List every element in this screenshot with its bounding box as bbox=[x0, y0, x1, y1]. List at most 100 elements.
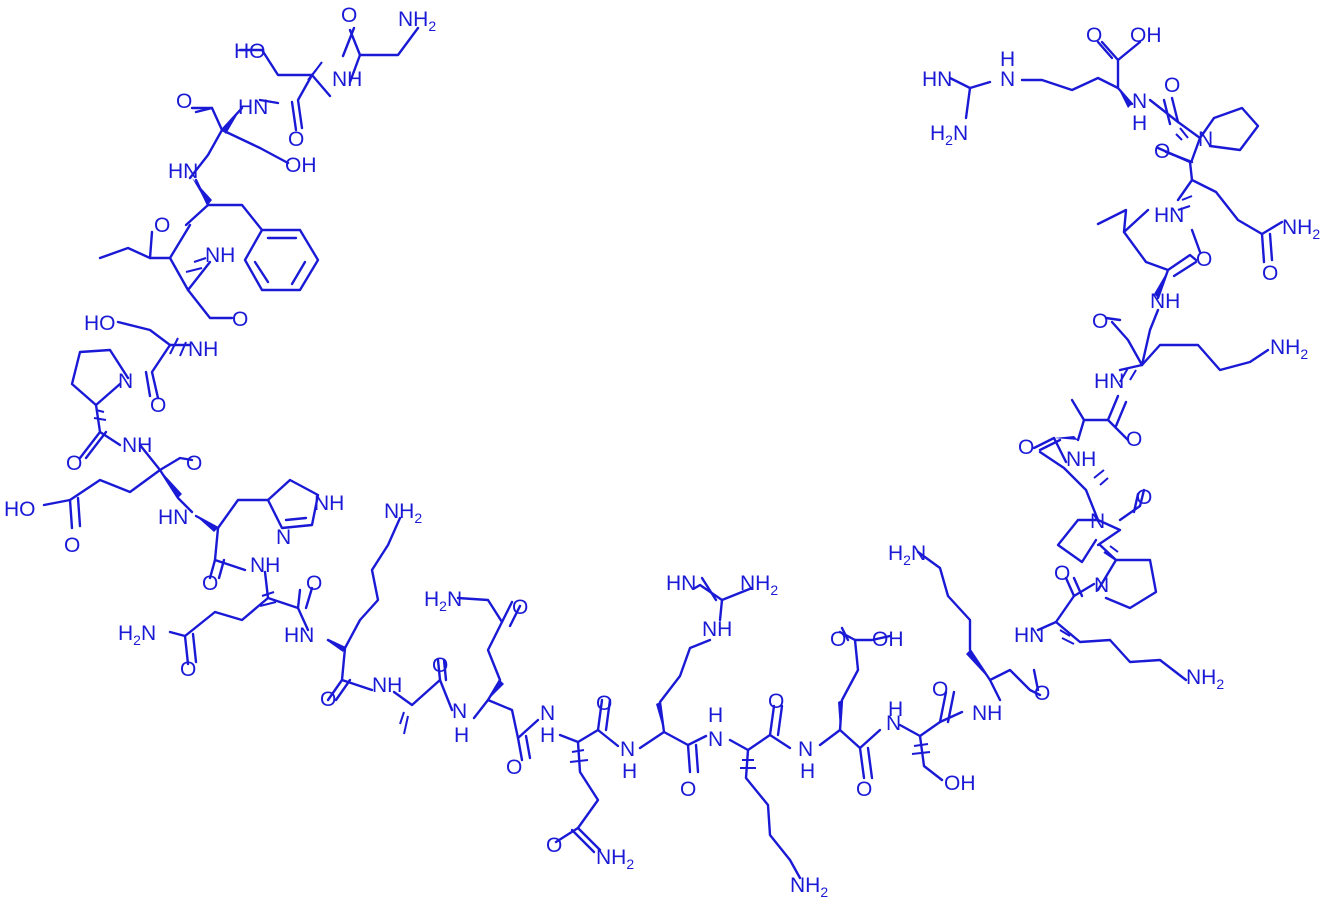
label-phe-hn: HN bbox=[168, 160, 198, 183]
label-pro2-n: N bbox=[1090, 510, 1105, 533]
label-lys1-hn: HN bbox=[284, 624, 314, 647]
label-arg1-imine: HN bbox=[666, 572, 696, 595]
bottom-chain-bonds bbox=[456, 550, 1188, 880]
label-gly-o: O bbox=[341, 4, 357, 27]
label-gln4-nh2: NH2 bbox=[1282, 216, 1320, 242]
label-ala2-nh: NH bbox=[1066, 448, 1096, 471]
label-ser1-nh: NH bbox=[332, 68, 362, 91]
label-pro3-n: N bbox=[1094, 574, 1109, 597]
right-arm-stereo bbox=[1054, 88, 1193, 561]
label-glu1-side-o: O bbox=[64, 534, 80, 557]
label-pro1-n: N bbox=[118, 370, 133, 393]
label-glu2-o: O bbox=[856, 778, 872, 801]
label-ser3-nh: NH bbox=[188, 338, 218, 361]
label-lys5-nh2: NH2 bbox=[1270, 336, 1308, 362]
label-lys2-h: H bbox=[708, 704, 723, 727]
label-lys3-h2n: H2N bbox=[888, 542, 926, 568]
label-pro2-o: O bbox=[1018, 436, 1034, 459]
label-ser1-o: O bbox=[288, 128, 304, 151]
label-gln2-h: H bbox=[454, 724, 469, 747]
label-ser2-oh: OH bbox=[285, 154, 317, 177]
label-lys3-o: O bbox=[1034, 682, 1050, 705]
label-leu2-o: O bbox=[1092, 310, 1108, 333]
label-ala1-o: O bbox=[432, 654, 448, 677]
label-gln2-h2n: H2N bbox=[424, 588, 462, 614]
label-leu-o: O bbox=[232, 308, 248, 331]
label-ala2-o: O bbox=[1126, 428, 1142, 451]
label-glu1-oh: HO bbox=[4, 498, 36, 521]
label-ser3-ho: HO bbox=[84, 312, 116, 335]
label-ser3-o: O bbox=[150, 394, 166, 417]
label-arg2-nh: N bbox=[1000, 68, 1015, 91]
label-his-hn: HN bbox=[158, 506, 188, 529]
label-glu1-o: O bbox=[186, 452, 202, 475]
label-ala1-nh: NH bbox=[372, 674, 402, 697]
label-arg2-imine: HN bbox=[922, 68, 952, 91]
label-pro1-o: O bbox=[66, 452, 82, 475]
label-arg2-h2n: H2N bbox=[930, 122, 968, 148]
label-arg1-nh: NH bbox=[702, 618, 732, 641]
label-gln1-nh: NH bbox=[250, 554, 280, 577]
label-gln1-o: O bbox=[306, 572, 322, 595]
label-arg2-nh-h: H bbox=[1000, 48, 1015, 71]
label-ser2-hn: HN bbox=[238, 96, 268, 119]
label-arg2-acid-oh: OH bbox=[1130, 24, 1162, 47]
label-arg1-nh2: NH2 bbox=[740, 572, 778, 598]
label-arg2-acid-o: O bbox=[1086, 24, 1102, 47]
label-lys4-hn: HN bbox=[1014, 624, 1044, 647]
label-arg1-o: O bbox=[680, 778, 696, 801]
label-gln4-o: O bbox=[1196, 248, 1212, 271]
label-pro4-co-o: O bbox=[1164, 74, 1180, 97]
label-ser2-o: O bbox=[176, 90, 192, 113]
label-gln1-h2n: H2N bbox=[118, 622, 156, 648]
left-arm-bonds bbox=[42, 26, 454, 712]
label-lys1-o: O bbox=[320, 688, 336, 711]
label-glu1-nh: NH bbox=[122, 434, 152, 457]
label-ser4-n: N bbox=[886, 712, 901, 735]
label-glu2-oh: OH bbox=[872, 628, 904, 651]
label-his-o: O bbox=[202, 572, 218, 595]
left-arm-stereo bbox=[93, 61, 504, 735]
right-arm-bonds bbox=[948, 40, 1284, 610]
label-pro4-n: N bbox=[1198, 128, 1213, 151]
label-lys1-nh2: NH2 bbox=[384, 500, 422, 526]
label-lys2-n: N bbox=[708, 728, 723, 751]
label-gln3-nh2: NH2 bbox=[596, 846, 634, 872]
label-gln3-h: H bbox=[540, 724, 555, 747]
label-arg2-n: N bbox=[1132, 90, 1147, 113]
label-gln1-side-o: O bbox=[180, 658, 196, 681]
label-his-n: N bbox=[276, 526, 291, 549]
label-pro3-o: O bbox=[1136, 486, 1152, 509]
label-his-nh: NH bbox=[314, 492, 344, 515]
label-glu2-side-o: O bbox=[830, 628, 846, 651]
label-pro4-o: O bbox=[1154, 140, 1170, 163]
label-gln4-hn: HN bbox=[1154, 204, 1184, 227]
label-glu2-n: N bbox=[798, 738, 813, 761]
label-gln2-n: N bbox=[452, 700, 467, 723]
label-gln3-n: N bbox=[540, 702, 555, 725]
label-gly-nh2: NH2 bbox=[398, 8, 436, 34]
label-phe-o: O bbox=[154, 214, 170, 237]
label-gln4-side-o: O bbox=[1262, 262, 1278, 285]
label-leu2-nh: NH bbox=[1150, 290, 1180, 313]
bottom-chain-stereo bbox=[569, 629, 1075, 769]
label-arg2-h: H bbox=[1132, 112, 1147, 135]
label-lys3-nh: NH bbox=[972, 702, 1002, 725]
label-ser1-oh: HO bbox=[234, 40, 266, 63]
label-gln2-side-o: O bbox=[512, 596, 528, 619]
label-arg1-n: N bbox=[620, 738, 635, 761]
label-ser4-oh: OH bbox=[944, 772, 976, 795]
label-lys2-nh2: NH2 bbox=[790, 874, 828, 900]
atom-labels: NH2 O NH HO HN O O OH HN O NH O HO NH N … bbox=[4, 4, 1320, 900]
label-ser4-h: H bbox=[888, 698, 903, 721]
label-ser4-o: O bbox=[932, 678, 948, 701]
label-lys2-o: O bbox=[768, 690, 784, 713]
label-lys4-nh2: NH2 bbox=[1186, 666, 1224, 692]
label-gln3-side-o: O bbox=[546, 834, 562, 857]
label-lys4-o: O bbox=[1054, 562, 1070, 585]
label-arg1-h: H bbox=[622, 760, 637, 783]
label-gln2-o: O bbox=[506, 756, 522, 779]
label-glu2-h: H bbox=[800, 760, 815, 783]
label-gln3-o: O bbox=[596, 692, 612, 715]
